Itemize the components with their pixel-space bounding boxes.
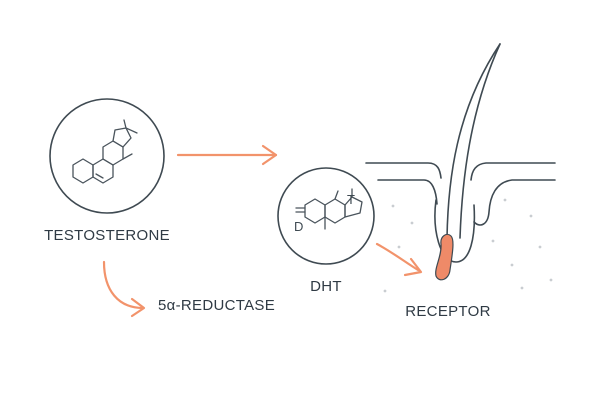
testosterone-circle [49,98,165,214]
skin-surface-line-right [470,162,556,181]
testosterone-node: TESTOSTERONE [44,98,170,244]
skin-surface-line-inner [377,179,438,205]
receptor-shape [435,233,454,281]
dht-structure-icon [295,188,363,230]
dht-node: D T DHT [277,167,375,295]
dermis-dots [383,198,553,293]
dht-ketone-glyph: D [294,219,303,234]
binding-arrow [375,242,423,277]
reductase-arrow-line [102,260,145,310]
testosterone-label: TESTOSTERONE [44,227,170,244]
hair-shaft-outline [459,43,501,239]
skin-surface-line [365,162,442,179]
dht-label: DHT [310,278,342,295]
conversion-arrow [176,144,278,166]
follicle-sheath [434,199,476,263]
conversion-arrow-head [261,144,278,166]
hair-follicle-illustration [365,43,556,293]
binding-arrow-line [375,242,420,272]
testosterone-structure-icon [72,119,138,184]
dht-methyl-glyph: T [347,192,355,207]
skin-surface-line-right-inner [473,179,556,226]
binding-arrow-head [403,257,423,277]
reductase-arrow [102,260,146,318]
reductase-arrow-head [130,297,146,318]
reductase-label: 5α-REDUCTASE [158,297,275,314]
hair-shaft [446,43,501,239]
receptor-label: RECEPTOR [405,303,490,320]
dht-circle [277,167,375,265]
